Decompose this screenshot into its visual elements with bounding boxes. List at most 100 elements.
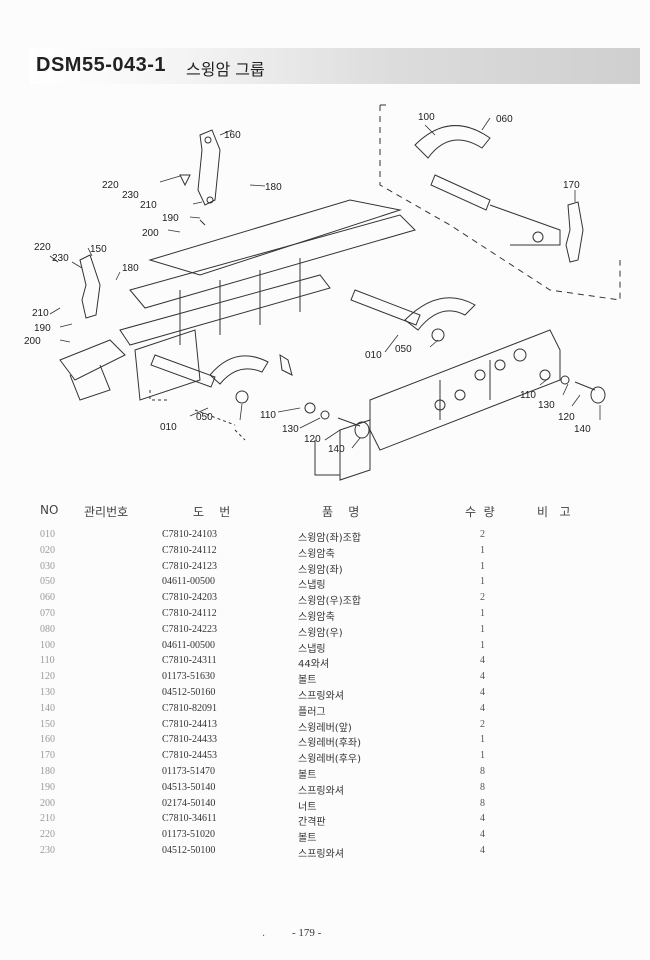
part-no-cell: 050 — [40, 576, 55, 588]
callout-170: 170 — [563, 180, 580, 191]
callout-190b: 190 — [34, 323, 51, 334]
drawing-number-cell: 04512-50160 — [162, 687, 216, 698]
callout-210a: 210 — [140, 200, 157, 211]
shaft-upper — [350, 289, 421, 326]
part-no-cell: 130 — [40, 687, 55, 698]
part-no-cell: 150 — [40, 718, 55, 730]
part-no-cell: 230 — [40, 845, 55, 856]
lever-150 — [79, 254, 101, 319]
quantity-cell: 1 — [480, 734, 485, 746]
swing-arm-lower — [209, 355, 269, 385]
col-mgmt-number: 관리번호 — [84, 505, 129, 519]
part-name-cell: 스윙레버(앞) — [298, 722, 352, 734]
quantity-cell: 1 — [480, 639, 485, 651]
callout-120b: 120 — [304, 434, 321, 445]
drawing-number-cell: C7810-34611 — [162, 813, 217, 825]
callout-210b: 210 — [32, 308, 49, 319]
part-name-cell: 스윙암축 — [298, 612, 335, 623]
inset-border — [379, 104, 621, 301]
shaft-lower — [150, 354, 216, 388]
drawing-number-cell: C7810-82091 — [162, 702, 217, 714]
drawing-number-cell: C7810-24311 — [162, 655, 217, 667]
quantity-cell: 8 — [480, 766, 485, 777]
part-no-cell: 210 — [40, 813, 55, 825]
callout-130b: 130 — [282, 424, 299, 435]
part-no-cell: 020 — [40, 544, 55, 556]
frame-rail-lower — [119, 274, 331, 346]
drawing-number-cell: C7810-24413 — [162, 718, 217, 730]
quantity-cell: 1 — [480, 576, 485, 588]
drawing-number-cell: 01173-51470 — [162, 766, 215, 777]
drawing-number-cell: 01173-51630 — [162, 671, 215, 683]
part-no-cell: 060 — [40, 592, 55, 604]
part-name-cell: 스윙암(우) — [298, 627, 343, 639]
part-name-cell: 스프링와셔 — [298, 691, 344, 702]
callout-150: 150 — [90, 244, 107, 255]
callout-110a: 110 — [520, 390, 536, 401]
pedal — [59, 339, 126, 401]
frame-rail-middle — [129, 214, 416, 309]
callout-230a: 230 — [122, 190, 139, 201]
part-name-cell: 스냅링 — [298, 580, 326, 592]
part-no-cell: 100 — [40, 639, 55, 651]
part-name-cell: 플러그 — [298, 706, 326, 718]
table-row: 050 04611-00500 스냅링 1 — [0, 576, 650, 591]
part-name-cell: 스윙암(좌) — [298, 564, 343, 576]
frame-crossbar — [134, 329, 201, 401]
callout-010a: 010 — [365, 350, 382, 361]
part-name-cell: 스윙레버(후우) — [298, 754, 362, 766]
drawing-number-cell: 04611-00500 — [162, 576, 215, 588]
group-title: 스윙암 그룹 — [186, 60, 265, 79]
part-no-cell: 220 — [40, 829, 55, 841]
quantity-cell: 4 — [480, 671, 485, 683]
part-name-cell: 스윙암(좌)조합 — [298, 533, 362, 544]
group-code: DSM55-043-1 — [36, 54, 167, 76]
col-drawing-number: 도 번 — [193, 505, 231, 519]
callout-labels: 160 220 230 180 210 190 200 220 230 150 … — [24, 112, 591, 455]
callout-140a: 140 — [574, 424, 591, 435]
drawing-number-cell: C7810-24223 — [162, 623, 217, 635]
frame-rail-upper — [148, 199, 402, 276]
drawing-number-cell: 04611-00500 — [162, 639, 215, 651]
table-row: 100 04611-00500 스냅링 1 — [0, 640, 650, 655]
quantity-cell: 1 — [480, 544, 485, 556]
part-name-cell: 스윙암축 — [298, 548, 335, 560]
callout-230b: 230 — [52, 253, 69, 264]
swing-arm-upper — [404, 297, 476, 331]
part-no-cell: 080 — [40, 623, 55, 635]
drawing-number-cell: C7810-24123 — [162, 560, 217, 572]
title-banner — [30, 48, 640, 84]
quantity-cell: 4 — [480, 829, 485, 841]
part-no-cell: 160 — [40, 734, 55, 746]
part-no-cell: 200 — [40, 797, 55, 809]
part-name-cell: 볼트 — [298, 675, 317, 687]
quantity-cell: 4 — [480, 845, 485, 856]
part-name-cell: 볼트 — [298, 833, 317, 845]
drawing-number-cell: C7810-24203 — [162, 592, 217, 604]
drawing-number-cell: 04512-50100 — [162, 845, 216, 856]
callout-110b: 110 — [260, 410, 276, 421]
callout-200a: 200 — [142, 228, 159, 239]
col-part-name: 품 명 — [322, 505, 360, 519]
shaft-inset — [430, 174, 491, 211]
quantity-cell: 1 — [480, 560, 485, 572]
part-name-cell: 간격판 — [298, 817, 326, 829]
part-name-cell: 스냅링 — [298, 643, 326, 655]
part-no-cell: 190 — [40, 781, 55, 793]
callout-060: 060 — [496, 114, 513, 125]
quantity-cell: 1 — [480, 750, 485, 762]
callout-180b: 180 — [122, 263, 139, 274]
callout-100: 100 — [418, 112, 435, 123]
callout-120a: 120 — [558, 412, 575, 423]
